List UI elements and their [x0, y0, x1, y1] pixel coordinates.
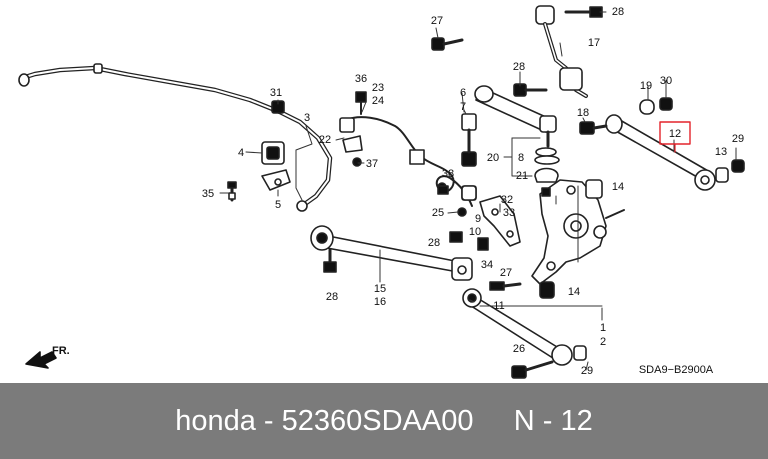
callout-33: 33 [503, 207, 515, 219]
part-caption: honda - 52360SDAA00 N - 12 [0, 405, 768, 438]
callout-34: 34 [481, 259, 493, 271]
callout-28: 28 [513, 61, 525, 73]
callout-28: 28 [326, 291, 338, 303]
callout-7: 7 [460, 101, 466, 113]
upper-link-17 [535, 5, 603, 98]
callout-14: 14 [568, 286, 580, 298]
callout-38: 38 [442, 168, 454, 180]
callout-16: 16 [374, 296, 386, 308]
fasteners [431, 37, 551, 201]
callout-35: 35 [202, 188, 214, 200]
spring-seat [534, 147, 560, 183]
ref-separator: - [534, 405, 561, 437]
callout-1: 1 [600, 322, 606, 334]
callout-25: 25 [432, 207, 444, 219]
callout-4: 4 [238, 147, 244, 159]
compensator-arm-12 [579, 97, 745, 191]
callout-17: 17 [588, 37, 600, 49]
callout-27: 27 [431, 15, 443, 27]
callout-22: 22 [319, 134, 331, 146]
stabilizer-bushing [227, 100, 291, 202]
callout-31: 31 [270, 87, 282, 99]
callout-30: 30 [660, 75, 672, 87]
callout-19: 19 [640, 80, 652, 92]
callout-2: 2 [600, 336, 606, 348]
callout-21: 21 [516, 170, 528, 182]
ref-label: N [513, 405, 535, 437]
lower-link-11 [462, 281, 587, 379]
callout-24: 24 [372, 95, 384, 107]
caption-gap [474, 405, 514, 437]
callout-18: 18 [577, 107, 589, 119]
parts-diagram: FR. 27 28 17 28 19 30 36 23 24 31 3 6 7 … [18, 5, 745, 379]
callout-13: 13 [715, 146, 727, 158]
callout-28: 28 [428, 237, 440, 249]
stabilizer-bar [18, 63, 333, 212]
callout-37: 37 [366, 158, 378, 170]
callout-9: 9 [475, 213, 481, 225]
caption-separator: - [255, 405, 282, 437]
callout-29: 29 [732, 133, 744, 145]
part-number: 52360SDAA00 [281, 405, 474, 437]
ref-number: 12 [560, 405, 593, 437]
direction-label: FR. [52, 345, 70, 357]
lower-arm [310, 225, 473, 281]
callout-14: 14 [612, 181, 624, 193]
callout-27: 27 [500, 267, 512, 279]
callout-26: 26 [513, 343, 525, 355]
callout-36: 36 [355, 73, 367, 85]
callout-23: 23 [372, 82, 384, 94]
callout-10: 10 [469, 226, 481, 238]
callout-15: 15 [374, 283, 386, 295]
front-direction-arrow: FR. [25, 345, 70, 369]
callout-29: 29 [581, 365, 593, 377]
callout-8: 8 [518, 152, 524, 164]
diagram-code: SDA9−B2900A [639, 364, 714, 376]
callout-28: 28 [612, 6, 624, 18]
callout-5: 5 [275, 199, 281, 211]
brand: honda [175, 405, 256, 437]
callout-11: 11 [493, 300, 504, 312]
caption-bar [0, 383, 768, 459]
callout-32: 32 [501, 194, 513, 206]
upper-arm [461, 85, 557, 167]
sensor-harness [339, 91, 473, 217]
callout-3: 3 [304, 112, 310, 124]
callout-leaders [219, 11, 737, 371]
callout-6: 6 [460, 87, 466, 99]
callout-20: 20 [487, 152, 499, 164]
callout-12: 12 [669, 128, 681, 140]
knuckle [531, 179, 625, 299]
